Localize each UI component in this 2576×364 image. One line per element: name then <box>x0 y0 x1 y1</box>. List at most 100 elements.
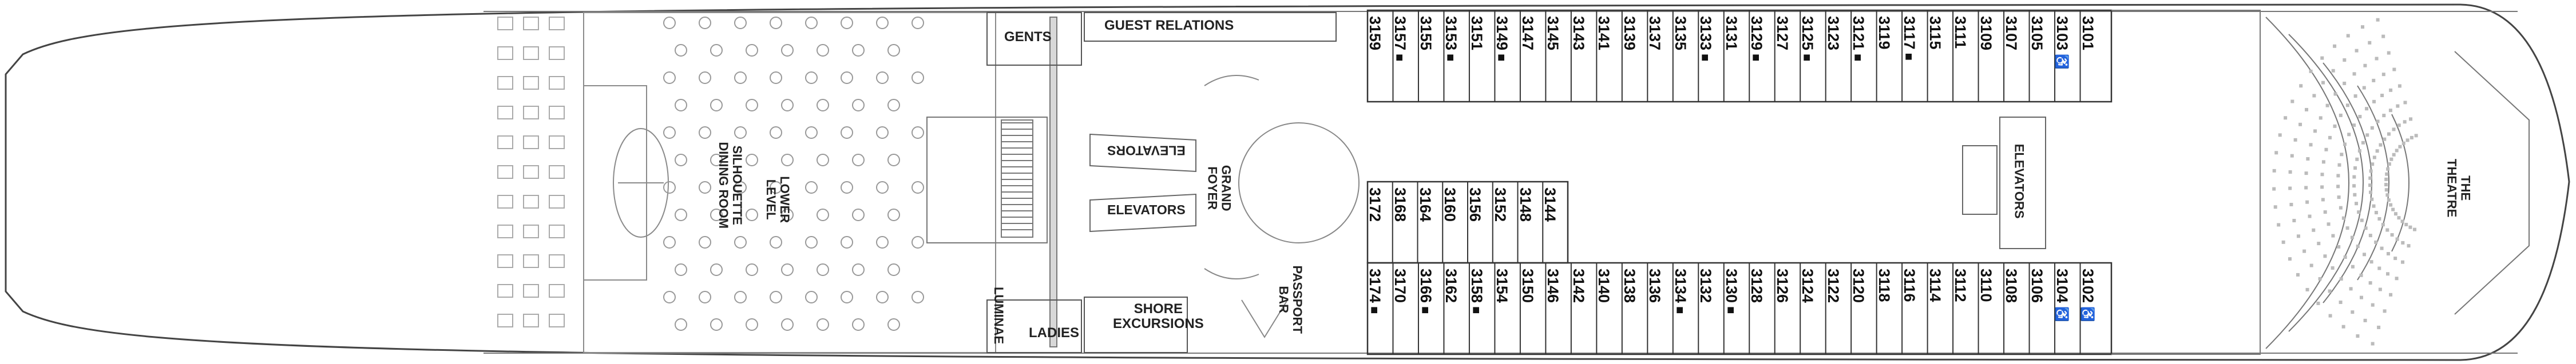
cabin-3164[interactable]: 3164 <box>1416 187 1434 222</box>
cabin-3110[interactable]: 3110 <box>1977 269 1995 302</box>
cabin-3166[interactable]: 3166■ <box>1417 269 1434 314</box>
cabin-3115[interactable]: 3115 <box>1926 16 1944 50</box>
cabin-number: 3120 <box>1850 269 1868 303</box>
cabin-number: 3162 <box>1442 269 1460 303</box>
theatre-seat <box>2384 188 2388 192</box>
cabin-3143[interactable]: 3143 <box>1570 16 1587 50</box>
cabin-3147[interactable]: 3147 <box>1519 16 1536 50</box>
cabin-3160[interactable]: 3160 <box>1441 187 1459 222</box>
cabin-3156[interactable]: 3156 <box>1466 187 1484 222</box>
cabin-3117[interactable]: 3117■ <box>1900 16 1918 61</box>
cabin-3136[interactable]: 3136 <box>1646 269 1663 303</box>
cabin-3119[interactable]: 3119 <box>1875 16 1893 50</box>
cabin-3150[interactable]: 3150 <box>1519 269 1536 303</box>
cabin-3135[interactable]: 3135 <box>1671 16 1689 50</box>
cabin-3168[interactable]: 3168 <box>1391 187 1409 222</box>
cabin-3124[interactable]: 3124 <box>1798 269 1816 303</box>
dining-table <box>675 154 687 166</box>
theatre-seat <box>2359 295 2363 299</box>
theatre-seat <box>2369 190 2373 194</box>
cabin-3149[interactable]: 3149■ <box>1493 16 1511 61</box>
cabin-3137[interactable]: 3137 <box>1646 16 1663 50</box>
cabin-3131[interactable]: 3131 <box>1722 16 1740 50</box>
cabin-3172[interactable]: 3172 <box>1366 187 1384 222</box>
cabin-3104[interactable]: 3104♿ <box>2053 269 2071 322</box>
cabin-3114[interactable]: 3114 <box>1926 269 1944 302</box>
cabin-3128[interactable]: 3128 <box>1747 269 1765 303</box>
theatre-seat <box>2381 34 2385 38</box>
cabin-3111[interactable]: 3111 <box>1951 16 1969 49</box>
cabin-3133[interactable]: 3133■ <box>1697 16 1714 61</box>
cabin-3145[interactable]: 3145 <box>1544 16 1562 50</box>
cabin-3141[interactable]: 3141 <box>1595 16 1612 50</box>
cabin-3130[interactable]: 3130■ <box>1722 269 1740 314</box>
cabin-3138[interactable]: 3138 <box>1620 269 1638 303</box>
cabin-3108[interactable]: 3108 <box>2002 269 2020 303</box>
theatre-seat <box>2387 162 2391 166</box>
cabin-number: 3103 <box>2054 16 2071 51</box>
cabin-3148[interactable]: 3148 <box>1516 187 1534 222</box>
cabin-3158[interactable]: 3158■ <box>1468 269 1485 314</box>
dining-table <box>675 99 687 111</box>
cabin-3126[interactable]: 3126 <box>1773 269 1791 303</box>
table-square <box>523 314 539 327</box>
dining-table <box>887 209 900 221</box>
cabin-3174[interactable]: 3174■ <box>1366 269 1384 314</box>
theatre-seat <box>2384 183 2388 187</box>
cabin-3134[interactable]: 3134■ <box>1671 269 1689 314</box>
dining-table <box>805 291 818 303</box>
theatre-seat <box>2371 162 2375 166</box>
cabin-3140[interactable]: 3140 <box>1595 269 1612 303</box>
cabin-3102[interactable]: 3102♿ <box>2079 269 2097 322</box>
theatre-seat <box>2393 212 2397 216</box>
cabin-3116[interactable]: 3116 <box>1900 269 1918 302</box>
cabin-3112[interactable]: 3112 <box>1951 269 1969 302</box>
cabin-3157[interactable]: 3157■ <box>1391 16 1409 61</box>
cabin-3107[interactable]: 3107 <box>2002 16 2020 50</box>
theatre-seat <box>2312 228 2316 232</box>
cabin-3146[interactable]: 3146 <box>1544 269 1562 303</box>
theatre-seat <box>2351 310 2355 314</box>
accessible-icon: ♿ <box>2055 54 2070 70</box>
cabin-3170[interactable]: 3170 <box>1391 269 1409 303</box>
cabin-3125[interactable]: 3125■ <box>1798 16 1816 61</box>
cabin-3162[interactable]: 3162 <box>1442 269 1460 303</box>
cabin-3139[interactable]: 3139 <box>1620 16 1638 50</box>
cabin-3121[interactable]: 3121■ <box>1849 16 1867 61</box>
dining-table <box>876 236 889 249</box>
cabin-3153[interactable]: 3153■ <box>1442 16 1460 61</box>
theatre-seat <box>2363 253 2367 257</box>
cabin-3127[interactable]: 3127 <box>1773 16 1791 50</box>
cabin-3142[interactable]: 3142 <box>1570 269 1587 303</box>
theatre-seat <box>2355 202 2359 206</box>
cabin-3154[interactable]: 3154 <box>1493 269 1511 303</box>
theatre-seat <box>2321 160 2325 164</box>
cabin-3101[interactable]: 3101 <box>2079 16 2097 50</box>
cabin-3155[interactable]: 3155 <box>1417 16 1434 50</box>
cabin-3109[interactable]: 3109 <box>1977 16 1995 50</box>
theatre-seat <box>2352 123 2356 127</box>
cabin-3144[interactable]: 3144 <box>1541 187 1559 222</box>
theatre-seat <box>2401 260 2405 264</box>
lower-level-text: LOWER LEVEL <box>763 176 792 223</box>
table-square <box>549 17 565 30</box>
theatre-seat <box>2333 124 2337 128</box>
theatre-seat <box>2325 103 2329 107</box>
cabin-3103[interactable]: 3103 ♿ <box>2053 16 2071 69</box>
cabin-3129[interactable]: 3129■ <box>1747 16 1765 61</box>
cabin-3118[interactable]: 3118 <box>1875 269 1893 302</box>
cabin-3105[interactable]: 3105 <box>2028 16 2046 50</box>
cabin-3120[interactable]: 3120 <box>1849 269 1867 303</box>
theatre-seat <box>2387 132 2391 136</box>
cabin-marker-icon: ■ <box>1749 54 1764 62</box>
cabin-3132[interactable]: 3132 <box>1697 269 1714 303</box>
cabin-3106[interactable]: 3106 <box>2028 269 2046 303</box>
cabin-3151[interactable]: 3151 <box>1468 16 1485 50</box>
cabin-3159[interactable]: 3159 <box>1366 16 1384 50</box>
cabin-3122[interactable]: 3122 <box>1824 269 1842 303</box>
cabin-3152[interactable]: 3152 <box>1491 187 1509 222</box>
cabin-marker-icon: ■ <box>1851 54 1866 62</box>
cabin-marker-icon: ■ <box>1393 54 1408 62</box>
cabin-number: 3109 <box>1977 16 1995 51</box>
cabin-3123[interactable]: 3123 <box>1824 16 1842 50</box>
